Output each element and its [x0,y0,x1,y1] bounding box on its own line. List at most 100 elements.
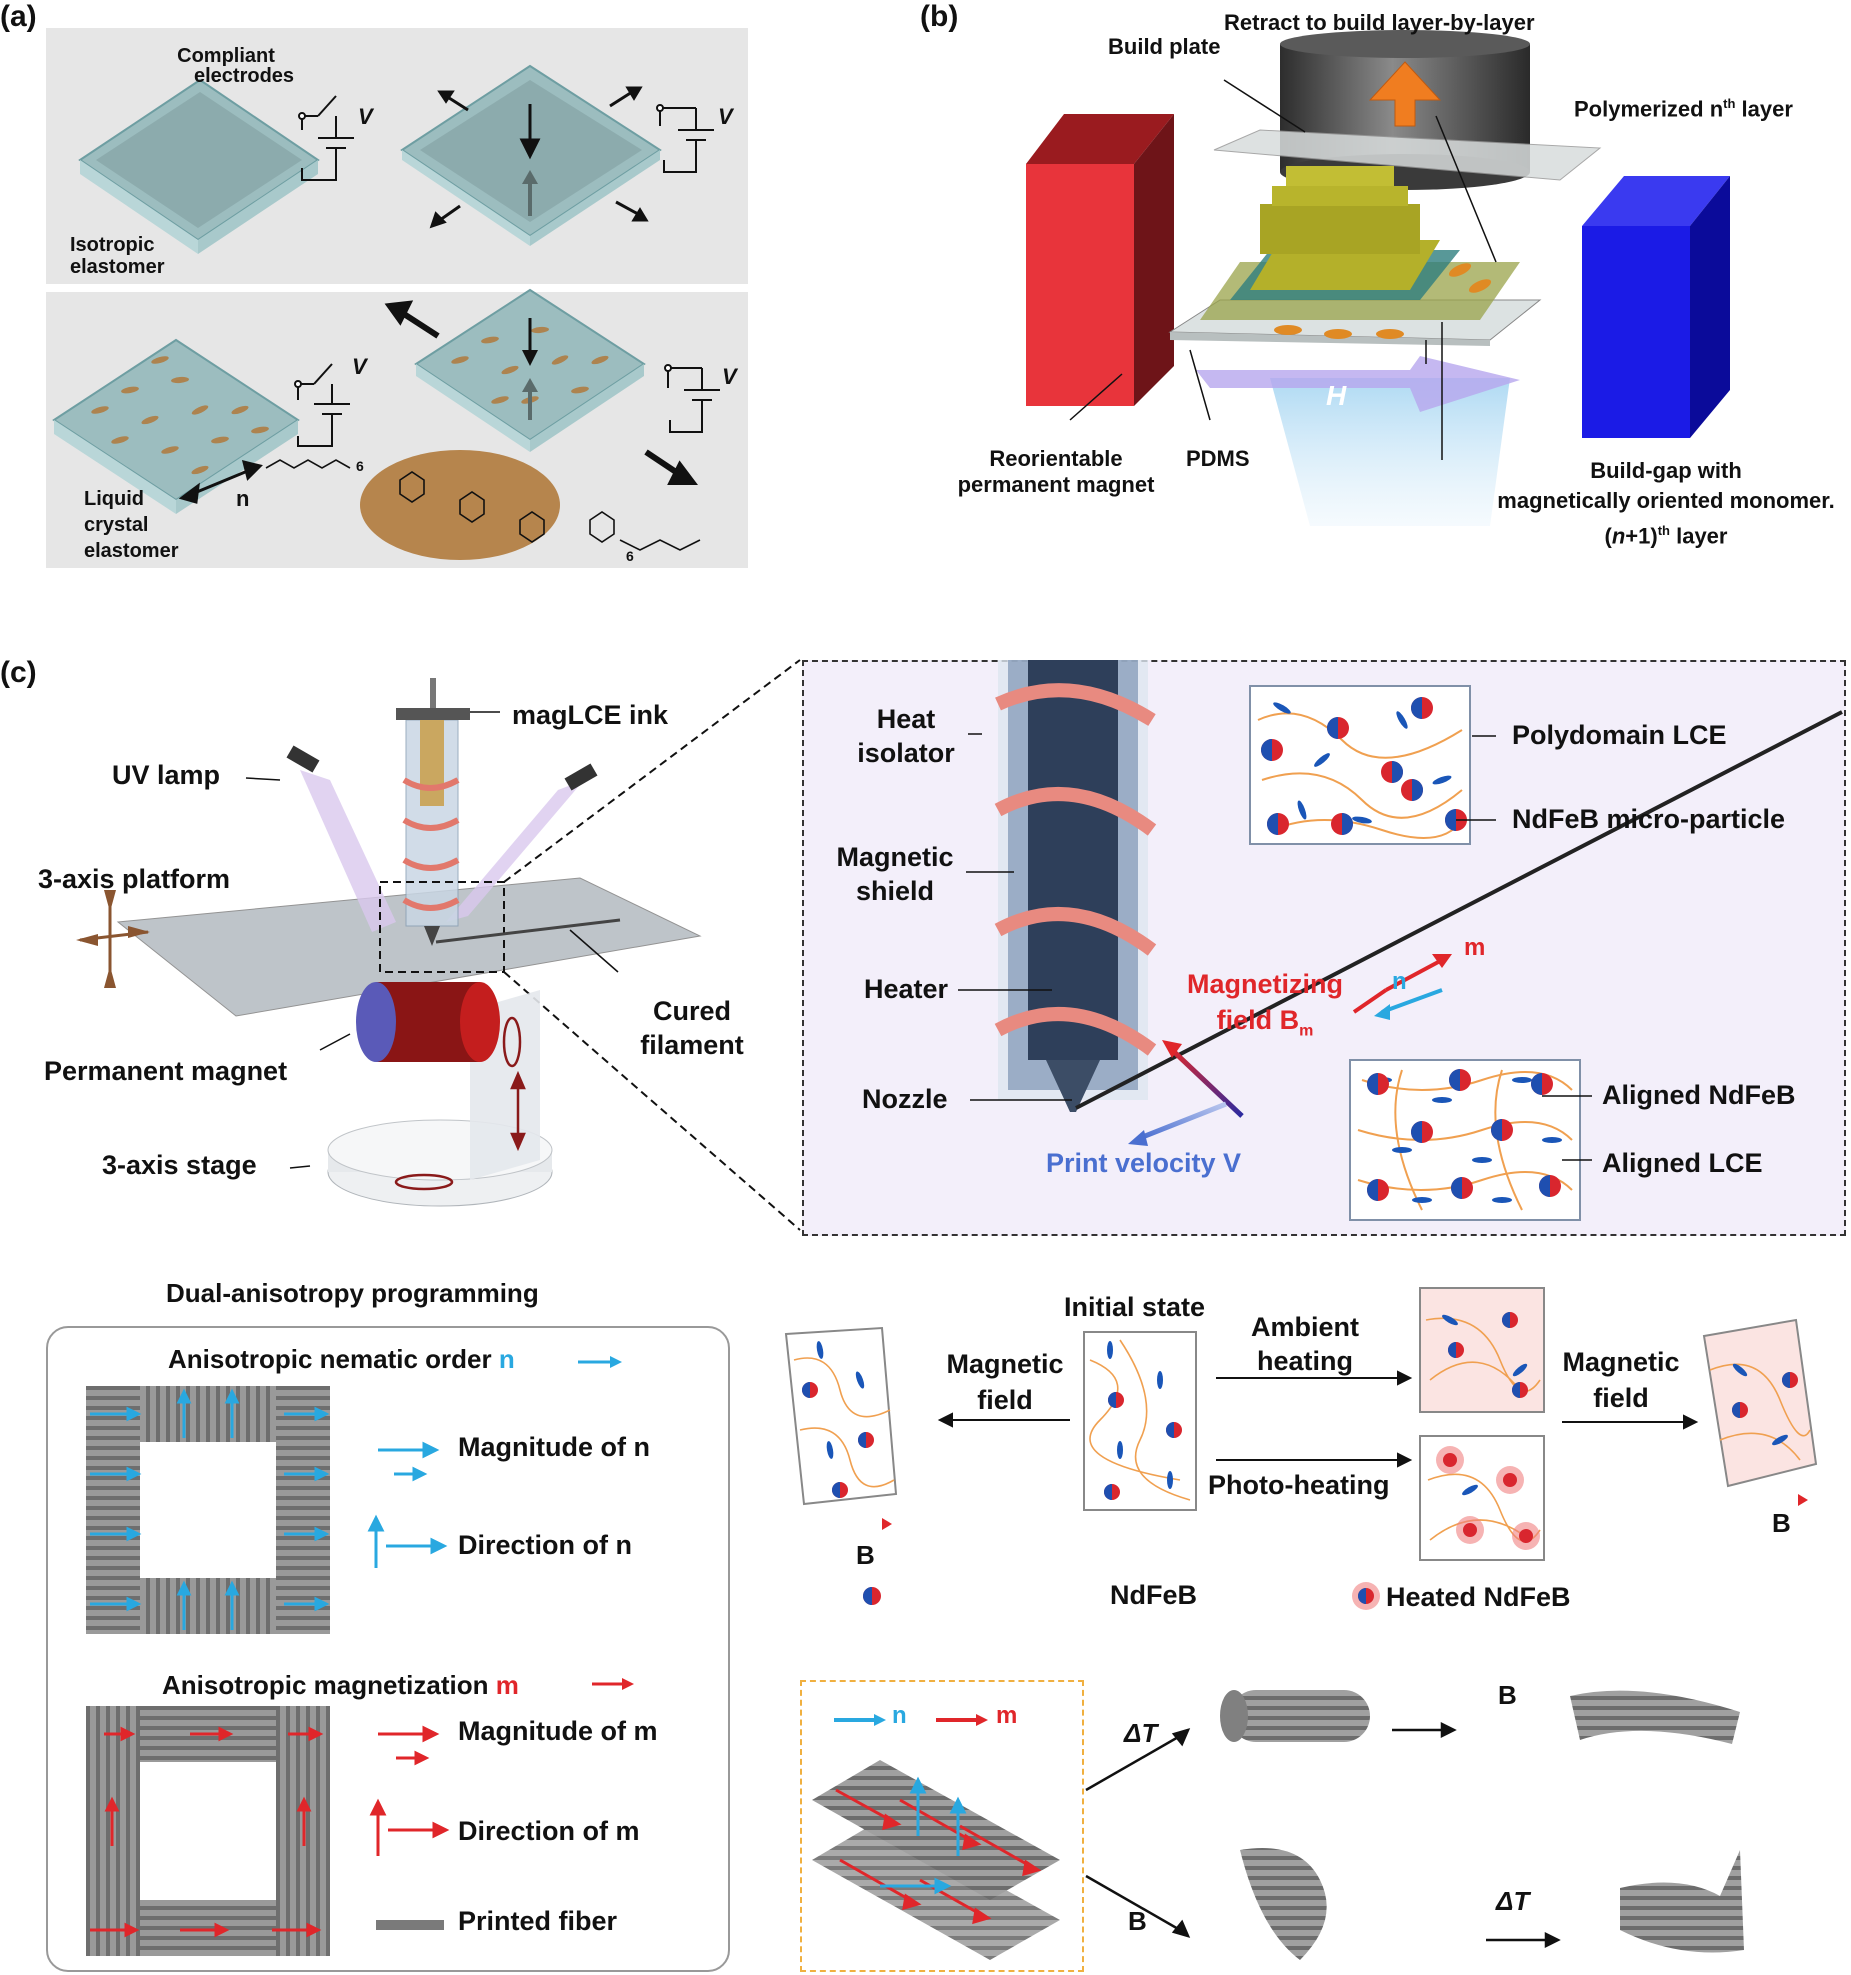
isotropic-circuit-1 [298,95,354,181]
printed-fiber-label: Printed fiber [458,1906,618,1936]
build-plate [1213,129,1602,181]
sample-top-layer [812,1760,1060,1900]
cured-line-2: filament [640,1030,744,1060]
dual-diagram [86,1356,634,1956]
isotropic-expansion-arrows [429,86,649,229]
state-flow-arrows [937,1370,1699,1468]
heat-isolator-line-2: isolator [857,738,955,768]
printed-fiber-swatch [376,1920,444,1930]
mf-right-line-1: Magnetic [1562,1347,1680,1377]
panel-b-diagram [1026,30,1730,526]
delta-t-top-label: ΔT [1124,1718,1158,1748]
mesogen-structure [265,459,701,551]
ndfeb-particles [1261,697,1561,1201]
ndfeb-particle-label: NdFeB micro-particle [1512,804,1786,834]
inset-leaders [958,733,1592,1161]
mf-left-line-2: field [977,1385,1033,1415]
syringe-plunger [396,708,470,720]
panel-a-letter: (a) [0,0,37,33]
voltage-label-2: V [718,104,733,129]
platform-label: 3-axis platform [38,864,231,894]
n1-mid: +1) [1625,523,1658,549]
maglce-ink-label: magLCE ink [512,700,669,730]
voltage-label-4: V [722,364,737,389]
isotropic-circuit-2 [656,104,714,173]
bent-fiber-shape [1240,1848,1327,1960]
mag-title: Anisotropic magnetization m [162,1670,519,1701]
lce-plate-relaxed [52,338,300,514]
heated-particles [1436,1446,1540,1550]
electrodes-label: electrodes [194,65,295,87]
magnetizing-line-2: field Bm [1180,1002,1350,1049]
n1-sup: th [1657,523,1670,538]
n-director-label: n [236,486,250,511]
permanent-magnet-label: Permanent magnet [44,1056,288,1086]
magnetization-square [86,1706,330,1956]
initial-state-label: Initial state [1064,1292,1206,1322]
lce-label: Liquid crystal elastomer [84,486,179,564]
isotropic-plate-relaxed [78,78,320,254]
n-vector-label: n [1392,968,1407,995]
ambient-heating-label: Ambient heating [1240,1310,1370,1378]
nematic-symbol: n [498,1344,515,1374]
n1-suffix: layer [1669,523,1728,549]
actuation-diagram [812,1690,1744,1960]
reorientable-magnet-label: Reorientable permanent magnet [956,446,1156,498]
magnitude-m-label: Magnitude of m [458,1716,658,1746]
reorientable-line-1: Reorientable [989,446,1123,471]
polymerized-label: Polymerized nth layer [1574,96,1793,122]
magnitude-n-label: Magnitude of n [458,1432,650,1462]
voltage-label-3: V [352,354,367,379]
lce-circuit-2 [664,364,720,433]
magnetic-field-right-label: Magnetic field [1556,1344,1686,1416]
magnetic-shield-line-1: Magnetic [836,842,954,872]
cured-line-1: Cured [652,996,731,1026]
h-field-arrow [1196,356,1520,412]
heat-isolator-label: Heat isolator [846,702,966,770]
lce-plate-actuated [414,288,646,452]
isotropic-line-1: Isotropic [70,234,155,256]
m-legend-label: m [996,1702,1018,1729]
nematic-title-text: Anisotropic nematic order [168,1344,492,1374]
b-right-label: B [1772,1508,1791,1538]
oriented-particles [1274,263,1492,339]
lce-strain-arrows [384,300,698,485]
panel-b-leaders [1069,79,1497,460]
cured-filament-label: Cured filament [630,994,754,1062]
rolled-fiber-shape [1220,1690,1370,1742]
mf-right-line-2: field [1593,1383,1649,1413]
magnetization-arrows [90,1726,324,1938]
nozzle-zoom-diagram [958,660,1843,1221]
dual-title: Dual-anisotropy programming [166,1278,539,1308]
magnetizing-field-text: field B [1216,1005,1300,1035]
heater-label: Heater [864,974,949,1004]
b-top-label: B [1498,1680,1517,1710]
build-gap-line-1: Build-gap with [1590,458,1742,483]
panel-a-diagram [52,64,720,560]
direction-n-label: Direction of n [458,1530,632,1560]
n1-n: n [1611,523,1626,549]
aligned-ndfeb-label: Aligned NdFeB [1602,1080,1796,1110]
nozzle-tip [1046,1060,1100,1112]
compliant-electrodes-label: Compliant electrodes [158,46,294,86]
polymerized-text: Polymerized n [1574,96,1724,122]
bent-state-right [1702,1318,1818,1488]
build-gap-line-2: magnetically oriented monomer. [1497,488,1835,513]
panel-c-letter: (c) [0,656,37,689]
isotropic-elastomer-label: Isotropic elastomer [70,234,165,278]
magnetizing-line-1: Magnetizing [1187,969,1343,999]
axis-arrows-icon [76,890,150,988]
magnetizing-arrow [1168,1046,1244,1118]
magnetic-shield-label: Magnetic shield [820,840,970,908]
retract-arrow [1368,61,1442,127]
bent-state-left [784,1326,898,1506]
ndfeb-legend-label: NdFeB [1110,1580,1197,1610]
panel-b-letter: (b) [920,0,959,33]
uv-lamp-label: UV lamp [112,760,221,790]
blue-magnet [1582,226,1690,438]
voltage-label-1: V [358,104,373,129]
uv-lamp-left [286,745,320,773]
n1-layer-line: (n+1)th layer [1496,516,1836,551]
state-diagram [784,1287,1818,1610]
n-director-arrow [178,459,263,504]
